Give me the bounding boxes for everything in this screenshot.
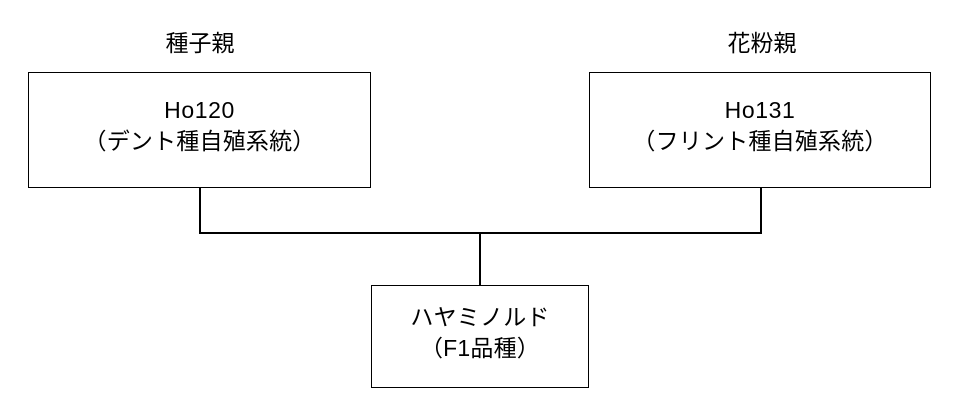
pollen-parent-caption: 花粉親: [727, 30, 797, 56]
pollen-parent-name: Ho131: [724, 97, 796, 123]
seed-parent-name: Ho120: [164, 97, 235, 123]
offspring-connector-line: [479, 232, 481, 286]
offspring-description: （F1品種）: [419, 334, 541, 361]
offspring-name: ハヤミノルド: [410, 304, 550, 330]
pollen-parent-description: （フリント種自殖系統）: [632, 127, 888, 154]
offspring-node: ハヤミノルド （F1品種）: [371, 285, 589, 388]
seed-parent-caption: 種子親: [165, 30, 235, 56]
pollen-parent-connector-line: [760, 187, 762, 234]
seed-parent-node: Ho120 （デント種自殖系統）: [28, 72, 371, 188]
seed-parent-connector-line: [199, 187, 201, 234]
seed-parent-description: （デント種自殖系統）: [83, 127, 316, 154]
pollen-parent-node: Ho131 （フリント種自殖系統）: [589, 72, 931, 188]
